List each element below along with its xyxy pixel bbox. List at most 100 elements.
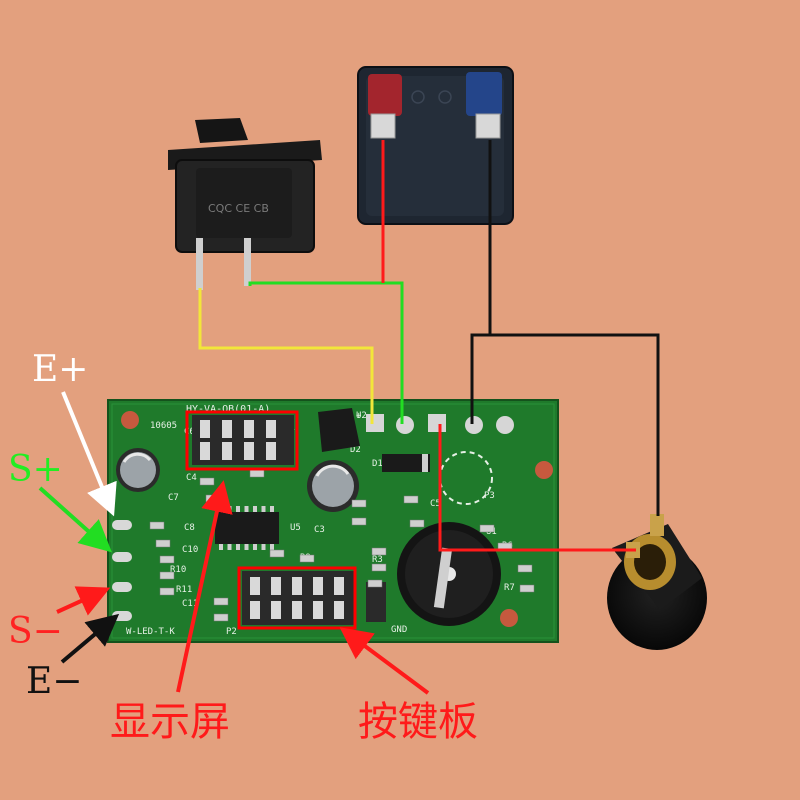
- component-ref-label: U2: [356, 411, 367, 421]
- label-s-plus: S+: [8, 449, 63, 490]
- smd-component: [299, 554, 315, 563]
- ic-leg: [261, 544, 266, 550]
- ic-leg: [270, 544, 274, 550]
- component-ref-label: R3: [372, 555, 383, 565]
- header-pin: [292, 577, 302, 595]
- smd-component: [159, 555, 175, 564]
- header-pin: [266, 442, 276, 460]
- header-pin: [200, 420, 210, 438]
- header-pin: [334, 577, 344, 595]
- smd-component: [367, 579, 383, 588]
- wire-red-jack: [438, 424, 636, 552]
- header-pin: [334, 601, 344, 619]
- battery: [357, 66, 514, 225]
- gnd-connector: [366, 582, 386, 622]
- electrolytic-capacitor-center: [307, 460, 359, 512]
- smd-component: [351, 499, 367, 508]
- display-highlight-box: [185, 410, 299, 471]
- smd-component: [149, 521, 165, 530]
- ic-leg: [261, 506, 266, 512]
- smd-component: [517, 564, 533, 573]
- wires: [198, 140, 660, 552]
- smd-component: [199, 477, 215, 486]
- smd-component: [351, 517, 367, 526]
- ic-leg: [253, 544, 257, 550]
- battery-positive-terminal: [368, 74, 402, 139]
- header-pin: [266, 420, 276, 438]
- header-pin: [244, 420, 254, 438]
- electrolytic-capacitor-left: [116, 448, 160, 492]
- smd-component: [159, 587, 175, 596]
- header-pin: [313, 601, 323, 619]
- component-ref-label: C3: [314, 525, 325, 535]
- header-pin: [200, 442, 210, 460]
- header-pin: [271, 577, 281, 595]
- wire-yellow: [198, 288, 374, 424]
- smd-component: [249, 469, 265, 478]
- smd-component: [213, 597, 229, 606]
- ic-leg: [219, 544, 223, 550]
- header-pin: [292, 601, 302, 619]
- header-pin: [250, 601, 260, 619]
- keypad-header: [242, 571, 354, 625]
- smd-component: [409, 519, 425, 528]
- arrow-s-minus: [56, 586, 111, 616]
- sensor-pads: [112, 520, 132, 621]
- voltage-regulator: [318, 408, 360, 452]
- component-ref-label: C6: [184, 427, 195, 437]
- ic-chip: [215, 506, 279, 550]
- board-gnd-text: GND: [391, 625, 407, 635]
- dc-power-jack: [607, 514, 707, 650]
- header-pin: [313, 577, 323, 595]
- component-ref-label: U5: [290, 523, 301, 533]
- component-ref-label: D2: [350, 445, 361, 455]
- component-ref-label: R10: [170, 565, 186, 575]
- component-ref-label: C5: [430, 499, 441, 509]
- component-ref-label: C10: [182, 545, 198, 555]
- board-code-text: 10605: [150, 421, 177, 431]
- smd-component: [479, 524, 495, 533]
- label-display: 显示屏: [110, 699, 230, 745]
- label-e-minus: E−: [26, 661, 83, 702]
- arrow-e-plus: [61, 391, 117, 517]
- label-e-plus: E+: [32, 349, 89, 390]
- label-s-minus: S−: [8, 611, 63, 652]
- smd-component: [403, 495, 419, 504]
- rocker-switch: CQC CE CB: [168, 118, 322, 290]
- ic-leg: [244, 506, 249, 512]
- display-header: [192, 415, 294, 465]
- wire-black-battery: [470, 140, 660, 516]
- diode: [382, 454, 430, 472]
- component-ref-label: D1: [372, 459, 383, 469]
- component-ref-label: C7: [168, 493, 179, 503]
- board-footer-text: W-LED-T-K: [126, 627, 175, 637]
- ic-leg: [236, 544, 240, 550]
- header-pin: [222, 442, 232, 460]
- component-ref-label: C4: [186, 473, 197, 483]
- header-pin: [271, 601, 281, 619]
- header-pin: [244, 442, 254, 460]
- component-ref-label: C11: [182, 599, 198, 609]
- header-pin: [222, 420, 232, 438]
- component-ref-label: P2: [226, 627, 237, 637]
- arrow-keypad: [339, 627, 430, 695]
- component-ref-label: R11: [176, 585, 192, 595]
- arrow-e-minus: [60, 613, 120, 664]
- wire-green: [248, 281, 404, 424]
- ic-leg: [253, 506, 257, 512]
- arrow-display: [176, 480, 233, 693]
- switch-marking: CQC CE CB: [208, 202, 269, 215]
- board-model-text: HY-VA-OB(01-A): [186, 404, 270, 415]
- battery-negative-terminal: [466, 72, 502, 139]
- smd-component: [159, 571, 175, 580]
- ic-leg: [270, 506, 274, 512]
- arrow-s-plus: [38, 486, 112, 553]
- ic-leg: [236, 506, 240, 512]
- component-ref-label: +: [356, 411, 362, 421]
- component-ref-label: R7: [504, 583, 515, 593]
- component-ref-label: P3: [484, 491, 495, 501]
- header-pin: [250, 577, 260, 595]
- ic-leg: [227, 544, 232, 550]
